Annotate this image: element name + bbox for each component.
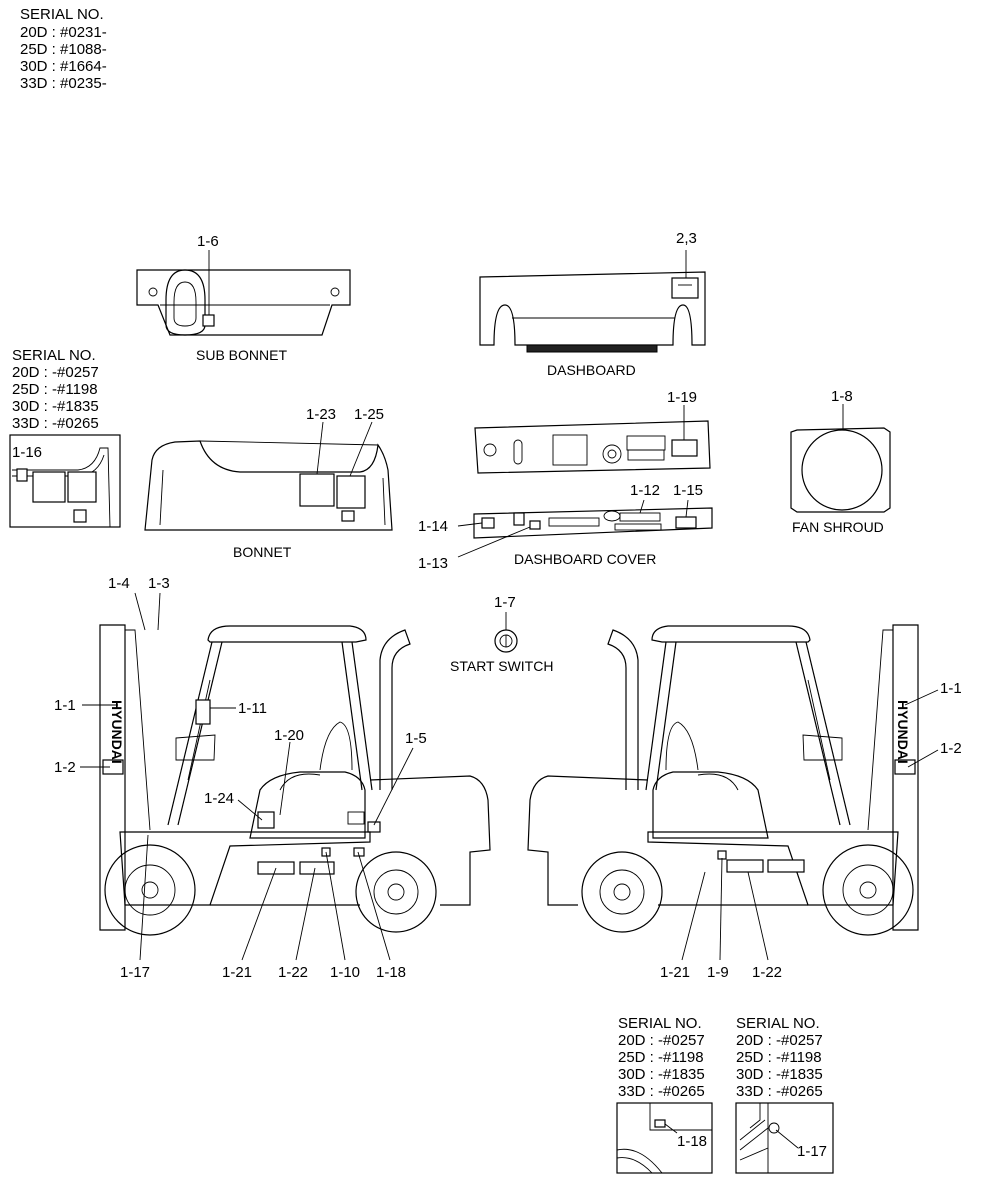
callout-1-22-left: 1-22 (278, 964, 308, 981)
dashboard-panel-drawing (474, 405, 711, 474)
left-leader-lines (80, 592, 414, 961)
serial-line: 30D : #1664- (20, 58, 107, 75)
serial-line: 33D : #0235- (20, 75, 107, 92)
dashboard-cover-drawing (457, 499, 713, 558)
serial-block-bottom-a: SERIAL NO. 20D : -#0257 25D : -#1198 30D… (618, 1015, 705, 1100)
callout-1-10: 1-10 (330, 964, 360, 981)
serial-line: 20D : -#0257 (618, 1032, 705, 1049)
callout-1-23: 1-23 (306, 406, 336, 423)
callout-1-16: 1-16 (12, 444, 42, 461)
callout-1-24: 1-24 (204, 790, 234, 807)
bonnet-drawing (144, 421, 393, 531)
serial-line: 33D : -#0265 (12, 415, 99, 432)
serial-line: 33D : -#0265 (736, 1083, 823, 1100)
callout-1-6: 1-6 (197, 233, 219, 250)
callout-1-20: 1-20 (274, 727, 304, 744)
callout-1-9: 1-9 (707, 964, 729, 981)
right-leader-lines (681, 689, 939, 961)
serial-line: 20D : -#0257 (736, 1032, 823, 1049)
callout-1-22-right: 1-22 (752, 964, 782, 981)
serial-title: SERIAL NO. (736, 1015, 820, 1032)
callout-1-8: 1-8 (831, 388, 853, 405)
fan-shroud-drawing (790, 404, 891, 513)
brand-logo-left: HYUNDAI (109, 700, 125, 764)
serial-line: 25D : -#1198 (736, 1049, 822, 1066)
callout-1-19: 1-19 (667, 389, 697, 406)
serial-block-bottom-b: SERIAL NO. 20D : -#0257 25D : -#1198 30D… (736, 1015, 823, 1100)
caption-start-switch: START SWITCH (450, 658, 553, 674)
serial-line: 30D : -#1835 (12, 398, 99, 415)
callout-1-7: 1-7 (494, 594, 516, 611)
caption-dashboard-cover: DASHBOARD COVER (514, 551, 656, 567)
callout-2-3: 2,3 (676, 230, 697, 247)
forklift-left-drawing (99, 624, 491, 936)
serial-title: SERIAL NO. (618, 1015, 702, 1032)
callout-1-5: 1-5 (405, 730, 427, 747)
callout-1-15: 1-15 (673, 482, 703, 499)
callout-1-14: 1-14 (418, 518, 448, 535)
serial-title: SERIAL NO. (12, 347, 96, 364)
callout-1-11: 1-11 (238, 700, 267, 717)
serial-line: 20D : #0231- (20, 24, 107, 41)
callout-1-25: 1-25 (354, 406, 384, 423)
serial-line: 20D : -#0257 (12, 364, 99, 381)
callout-1-2-right: 1-2 (940, 740, 962, 757)
callout-1-18-detail: 1-18 (677, 1133, 707, 1150)
brand-logo-right: HYUNDAI (895, 700, 911, 764)
callout-1-17-left: 1-17 (120, 964, 150, 981)
callout-1-12: 1-12 (630, 482, 660, 499)
serial-block-top-left: SERIAL NO. 20D : #0231- 25D : #1088- 30D… (20, 6, 107, 92)
serial-line: 25D : #1088- (20, 41, 107, 58)
dashboard-drawing (479, 250, 706, 353)
callout-1-1-right: 1-1 (940, 680, 962, 697)
caption-fan-shroud: FAN SHROUD (792, 519, 884, 535)
callout-1-1-left: 1-1 (54, 697, 76, 714)
serial-title: SERIAL NO. (20, 6, 104, 23)
callout-1-4: 1-4 (108, 575, 130, 592)
forklift-right-drawing (527, 624, 919, 936)
callout-1-2-left: 1-2 (54, 759, 76, 776)
caption-dashboard: DASHBOARD (547, 362, 636, 378)
caption-bonnet: BONNET (233, 544, 292, 560)
start-switch-drawing (494, 612, 518, 653)
callout-1-13: 1-13 (418, 555, 448, 572)
sub-bonnet-drawing (136, 250, 351, 336)
detail-1-17-drawing (735, 1102, 834, 1174)
serial-line: 30D : -#1835 (736, 1066, 823, 1083)
serial-line: 25D : -#1198 (12, 381, 98, 398)
bonnet-inset-drawing (9, 434, 121, 528)
serial-line: 30D : -#1835 (618, 1066, 705, 1083)
callout-1-17-detail: 1-17 (797, 1143, 827, 1160)
caption-sub-bonnet: SUB BONNET (196, 347, 287, 363)
callout-1-21-left: 1-21 (222, 964, 252, 981)
detail-1-18-drawing (616, 1102, 713, 1174)
serial-line: 33D : -#0265 (618, 1083, 705, 1100)
serial-block-bonnet-inset: SERIAL NO. 20D : -#0257 25D : -#1198 30D… (12, 347, 99, 432)
callout-1-3: 1-3 (148, 575, 170, 592)
callout-1-21-right: 1-21 (660, 964, 690, 981)
callout-1-18-left: 1-18 (376, 964, 406, 981)
serial-line: 25D : -#1198 (618, 1049, 704, 1066)
